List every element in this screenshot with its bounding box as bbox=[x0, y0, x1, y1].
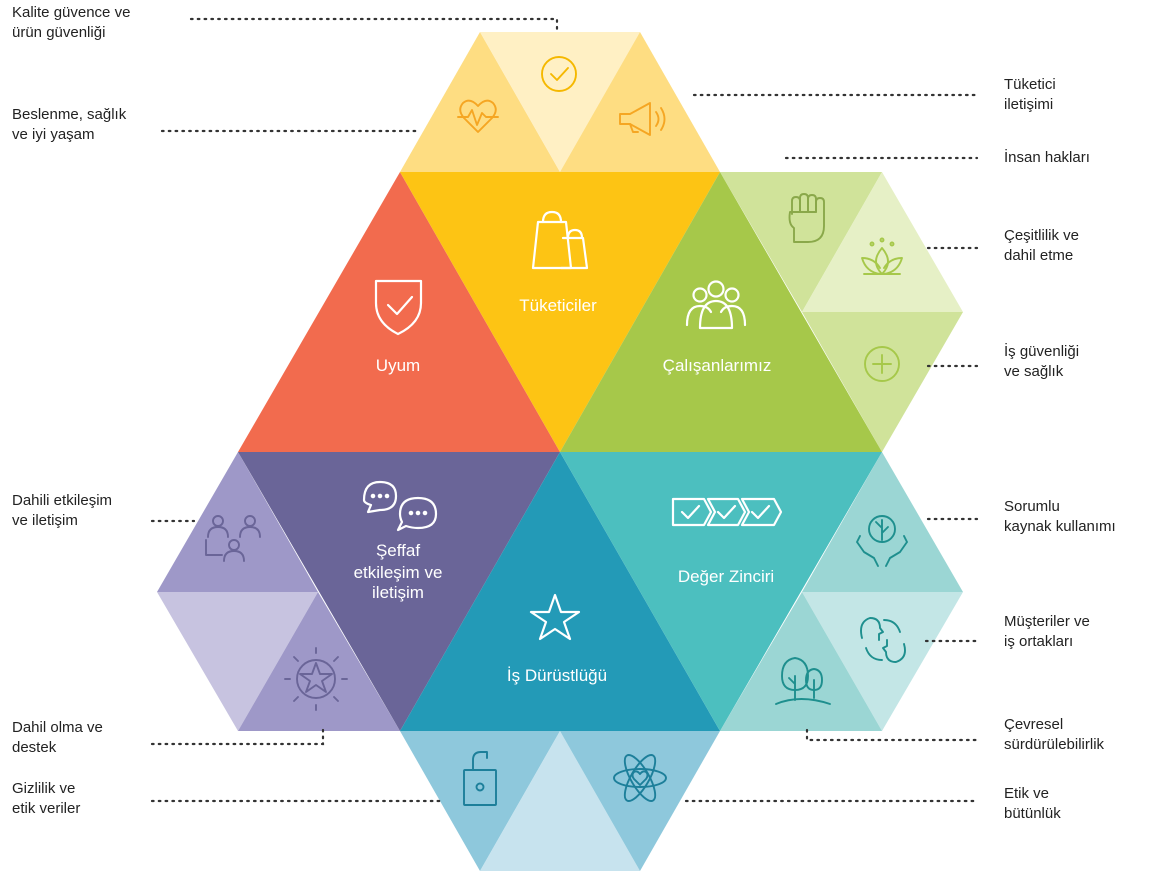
label-value-chain: Değer Zinciri bbox=[678, 567, 774, 586]
tri-transparency-blank bbox=[157, 592, 318, 731]
label-privacy: Gizlilik ve etik veriler bbox=[12, 780, 81, 817]
plus-circle-icon bbox=[864, 346, 900, 382]
lotus-icon bbox=[861, 237, 903, 275]
label-consumer-comm: Tüketici iletişimi bbox=[1004, 76, 1056, 113]
tri-value-chain bbox=[560, 452, 882, 731]
tri-customers-partners bbox=[802, 592, 963, 731]
tri-quality bbox=[480, 32, 640, 172]
tri-job-safety bbox=[802, 312, 963, 452]
tri-integrity bbox=[400, 452, 720, 731]
hands-leaf-icon bbox=[856, 515, 908, 567]
label-nutrition: Beslenme, sağlık ve iyi yaşam bbox=[12, 106, 127, 143]
label-human-rights: İnsan hakları bbox=[1004, 149, 1090, 166]
tri-consumers bbox=[400, 172, 720, 452]
star-burst-icon bbox=[284, 647, 348, 711]
tri-consumer-comm bbox=[560, 32, 720, 172]
tri-internal-engagement bbox=[157, 452, 318, 592]
tri-privacy bbox=[400, 731, 560, 871]
megaphone-icon bbox=[619, 102, 666, 136]
tri-transparency bbox=[238, 452, 560, 731]
shield-check-icon bbox=[374, 279, 423, 336]
shopping-bags-icon bbox=[531, 210, 589, 270]
tri-inclusion-support bbox=[238, 592, 400, 731]
label-job-safety: İş güvenliği ve sağlık bbox=[1004, 343, 1080, 380]
label-internal-engagement: Dahili etkileşim ve iletişim bbox=[12, 492, 113, 529]
tri-ethics bbox=[560, 731, 720, 871]
label-quality: Kalite güvence ve ürün güvenliği bbox=[12, 4, 131, 41]
label-transparency-3: iletişim bbox=[372, 583, 424, 602]
label-compliance: Uyum bbox=[376, 356, 420, 375]
lock-icon bbox=[463, 751, 497, 806]
label-employees: Çalışanlarımız bbox=[663, 356, 772, 375]
chevron-checks-icon bbox=[671, 497, 783, 527]
tri-integrity-blank bbox=[480, 731, 640, 871]
label-environmental: Çevresel sürdürülebilirlik bbox=[1004, 716, 1105, 753]
tri-environmental bbox=[720, 592, 882, 731]
raised-fist-icon bbox=[788, 193, 825, 243]
label-inclusion-support: Dahil olma ve destek bbox=[12, 719, 103, 756]
heart-pulse-icon bbox=[457, 99, 499, 133]
label-integrity: İş Dürüstlüğü bbox=[507, 666, 607, 685]
label-ethics: Etik ve bütünlük bbox=[1004, 785, 1061, 822]
label-consumers: Tüketiciler bbox=[519, 296, 597, 315]
label-diversity: Çeşitlilik ve dahil etme bbox=[1004, 227, 1080, 264]
label-responsible-sourcing: Sorumlu kaynak kullanımı bbox=[1004, 498, 1116, 535]
label-customers-partners: Müşteriler ve iş ortakları bbox=[1004, 613, 1090, 650]
heads-exchange-icon bbox=[860, 617, 906, 663]
leader-lines bbox=[150, 17, 979, 803]
star-icon bbox=[529, 593, 581, 641]
people-group-icon bbox=[685, 280, 747, 330]
tri-nutrition bbox=[400, 32, 560, 172]
chat-bubbles-icon bbox=[362, 480, 438, 532]
label-transparency-1: Şeffaf bbox=[376, 541, 420, 560]
trees-icon bbox=[775, 657, 831, 705]
people-network-icon bbox=[205, 515, 261, 562]
atom-heart-icon bbox=[613, 754, 667, 802]
label-transparency-2: etkileşim ve bbox=[354, 563, 443, 582]
check-circle-icon bbox=[541, 56, 577, 92]
